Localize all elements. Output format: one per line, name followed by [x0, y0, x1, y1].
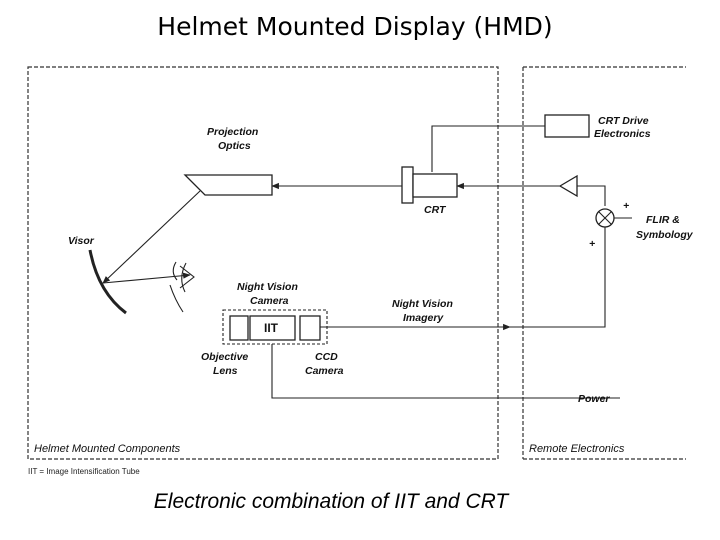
slide-title: Helmet Mounted Display (HMD) [157, 12, 553, 41]
slide-caption: Electronic combination of IIT and CRT [153, 490, 509, 513]
iit-label: IIT [264, 321, 279, 335]
ccd-camera-box [299, 315, 321, 341]
visor-label: Visor [68, 235, 95, 247]
optics-to-visor-ray [102, 190, 201, 284]
crt-label: CRT [424, 204, 447, 216]
crt-drive-label-line2: Electronics [594, 128, 651, 140]
mixer-plus-bottom: + [589, 238, 595, 250]
iit-box [249, 315, 296, 341]
imagery-label-line1: Night Vision [392, 298, 453, 310]
night-vision-camera-label-line2: Camera [250, 295, 289, 307]
projection-optics-label-line2: Optics [218, 140, 251, 152]
flir-label-line2: Symbology [636, 229, 694, 241]
eye-icon [169, 261, 195, 313]
visor-shape [88, 249, 127, 315]
crt-body [412, 173, 458, 198]
objective-lens-box [229, 315, 249, 341]
crt-drive-line [431, 125, 545, 172]
crt-front [401, 166, 414, 204]
power-line [271, 344, 620, 399]
crt-drive-label-line1: CRT Drive [598, 115, 649, 127]
mixer-cross-2 [598, 211, 612, 225]
ccd-camera-label-line2: Camera [305, 365, 344, 377]
projection-optics-shape [183, 174, 273, 196]
night-vision-camera-label-line1: Night Vision [237, 281, 298, 293]
projection-optics-label-line1: Projection [207, 126, 258, 138]
objective-lens-label-line2: Lens [213, 365, 238, 377]
remote-electronics-label: Remote Electronics [529, 443, 625, 455]
amplifier-symbol [558, 174, 578, 198]
helmet-components-label: Helmet Mounted Components [34, 443, 181, 455]
footnote: IIT = Image Intensification Tube [28, 467, 140, 476]
flir-label-line1: FLIR & [646, 214, 680, 226]
crt-drive-box [544, 114, 590, 138]
helmet-components-region [27, 66, 499, 460]
mixer-to-amplifier-line [577, 185, 606, 206]
imagery-label-line2: Imagery [403, 312, 444, 324]
power-label: Power [578, 393, 610, 405]
imagery-to-mixer-line [510, 227, 606, 328]
remote-electronics-region [522, 66, 686, 460]
visor-to-eye-ray [102, 272, 191, 284]
mixer-plus-top: + [623, 200, 629, 212]
objective-lens-label-line1: Objective [201, 351, 248, 363]
ccd-camera-label-line1: CCD [315, 351, 338, 363]
